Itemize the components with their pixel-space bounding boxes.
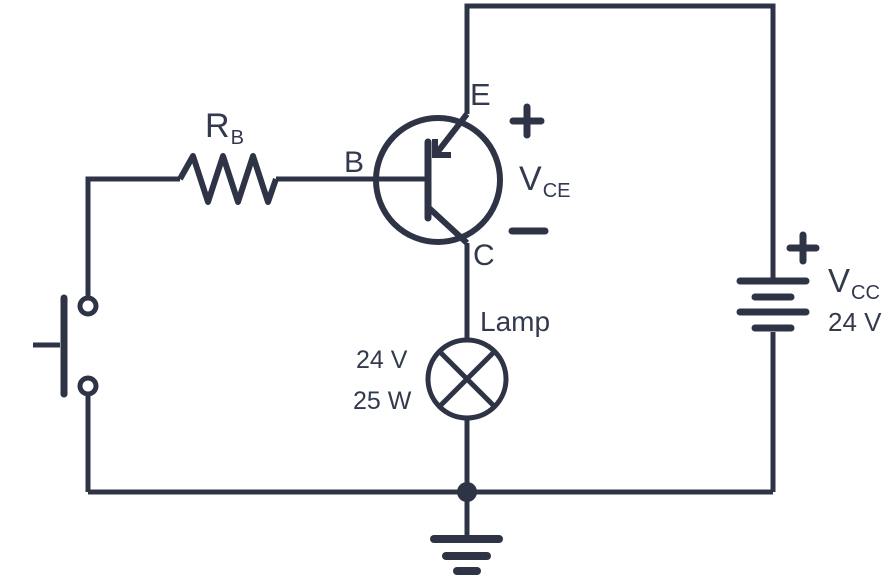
battery-plus-sign: +: [786, 231, 820, 265]
lamp-power-label: 25 W: [353, 387, 412, 415]
transistor-body-circle: [373, 115, 503, 245]
transistor: B E C: [344, 77, 503, 272]
lamp-voltage-label: 24 V: [356, 346, 408, 374]
vcc-label-sub: CC: [851, 282, 880, 304]
vce-annotation: + VCE −: [508, 103, 570, 235]
base-loop-wire: [85, 176, 180, 297]
resistor-label: RB: [205, 107, 244, 149]
switch-terminal-bottom: [77, 375, 99, 397]
resistor-zigzag: [177, 153, 279, 205]
base-label: B: [344, 146, 364, 179]
top-rail-wire: [464, 3, 776, 278]
emitter-arrow-icon: [432, 139, 451, 158]
emitter-label: E: [470, 77, 491, 112]
battery: + VCC 24 V: [736, 231, 882, 492]
vce-label-sub: CE: [543, 180, 571, 202]
vcc-voltage-label: 24 V: [828, 307, 882, 337]
resistor-label-main: R: [205, 107, 230, 145]
collector-label: C: [473, 239, 495, 272]
resistor-label-sub: B: [231, 127, 244, 149]
ground-symbol: [430, 492, 503, 575]
push-button-switch: [33, 294, 99, 492]
vce-plus-sign: +: [509, 103, 545, 139]
lamp-label: Lamp: [480, 306, 550, 337]
transistor-emitter-lead: [433, 112, 470, 156]
vcc-label: VCC: [828, 262, 880, 304]
transistor-collector-lead: [426, 205, 470, 246]
base-resistor: RB: [177, 107, 279, 205]
vcc-label-main: V: [828, 262, 850, 299]
lamp: Lamp 24 V 25 W: [353, 306, 550, 492]
lamp-cross-icon: [438, 350, 496, 408]
vce-label-main: V: [519, 160, 542, 198]
vce-label: VCE: [519, 160, 570, 202]
switch-terminal-top: [77, 295, 99, 317]
